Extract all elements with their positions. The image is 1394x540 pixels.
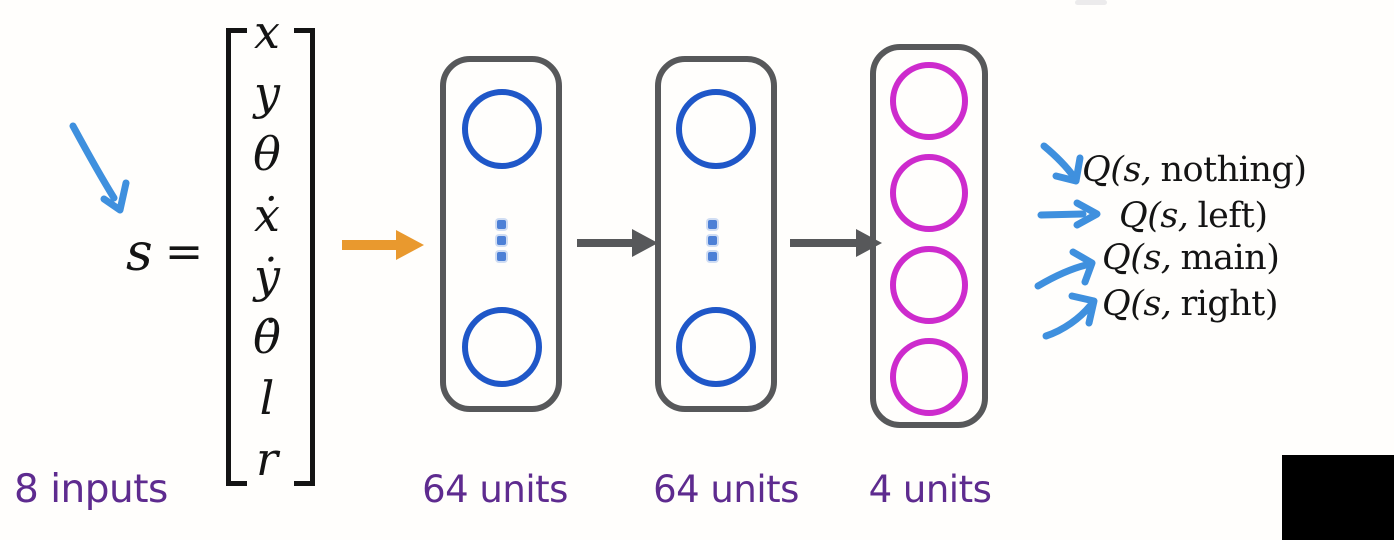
hidden-layer-2-caption: 64 units [653, 468, 799, 511]
neuron-circle [462, 89, 542, 169]
neuron-circle [890, 246, 968, 324]
q-value-right: Q(s,right) [1102, 283, 1279, 325]
q-value-main: Q(s,main) [1102, 237, 1280, 279]
state-annotation-arrow-icon [69, 122, 130, 214]
q-action: nothing [1160, 150, 1294, 190]
hidden-layer-2 [655, 56, 777, 412]
black-corner-block [1282, 455, 1394, 540]
arrow-hidden2-output-icon [790, 229, 882, 257]
q-nothing-arrow-icon [1040, 142, 1084, 185]
vector-entry-l: l [259, 371, 275, 425]
q-prefix: Q(s, [1102, 238, 1172, 278]
neuron-circle [676, 307, 756, 387]
arrow-hidden1-hidden2-icon [577, 229, 658, 257]
state-equation: s= [126, 227, 203, 279]
q-value-nothing: Q(s,nothing) [1082, 149, 1307, 191]
neuron-circle [890, 338, 968, 416]
q-prefix: Q(s, [1102, 284, 1172, 324]
vector-bracket-right [294, 28, 315, 486]
vector-entry-theta-dot: θ̇ [253, 310, 281, 364]
q-left-arrow-icon [1037, 199, 1101, 229]
hidden-layer-1-caption: 64 units [422, 468, 568, 511]
vector-entry-y-dot: ẏ [254, 249, 280, 303]
input-arrow-icon [342, 230, 424, 260]
equals-sign: = [164, 224, 204, 278]
vector-entry-x: x [254, 5, 280, 59]
vector-bracket-left [226, 28, 247, 486]
state-vector: x y θ ẋ ẏ θ̇ l r [239, 2, 295, 490]
ellipsis-dots-icon [497, 236, 506, 245]
hidden-layer-1 [440, 56, 562, 412]
q-action: right [1180, 284, 1265, 324]
stray-artifact [1075, 0, 1107, 5]
q-main-arrow-icon [1034, 248, 1096, 290]
output-layer-caption: 4 units [868, 468, 992, 511]
q-action: main [1180, 238, 1267, 278]
output-layer [870, 44, 988, 428]
vector-entry-r: r [256, 432, 278, 486]
vector-entry-theta: θ [253, 127, 281, 181]
ellipsis-dots-icon [497, 252, 506, 261]
ellipsis-dots-icon [708, 252, 717, 261]
q-action: left [1197, 196, 1255, 236]
q-right-arrow-icon [1042, 292, 1098, 340]
neuron-circle [890, 62, 968, 140]
state-symbol: s [126, 223, 153, 283]
inputs-caption: 8 inputs [14, 467, 168, 512]
vector-entry-x-dot: ẋ [254, 188, 280, 242]
q-value-left: Q(s,left) [1119, 195, 1268, 237]
vector-entry-y: y [254, 66, 280, 120]
q-prefix: Q(s, [1119, 196, 1189, 236]
neuron-circle [676, 89, 756, 169]
ellipsis-dots-icon [497, 220, 506, 229]
q-suffix: ) [1254, 196, 1268, 236]
q-prefix: Q(s, [1082, 150, 1152, 190]
neuron-circle [462, 307, 542, 387]
ellipsis-dots-icon [708, 236, 717, 245]
q-suffix: ) [1293, 150, 1307, 190]
q-suffix: ) [1266, 238, 1280, 278]
q-suffix: ) [1264, 284, 1279, 324]
ellipsis-dots-icon [708, 220, 717, 229]
neuron-circle [890, 154, 968, 232]
